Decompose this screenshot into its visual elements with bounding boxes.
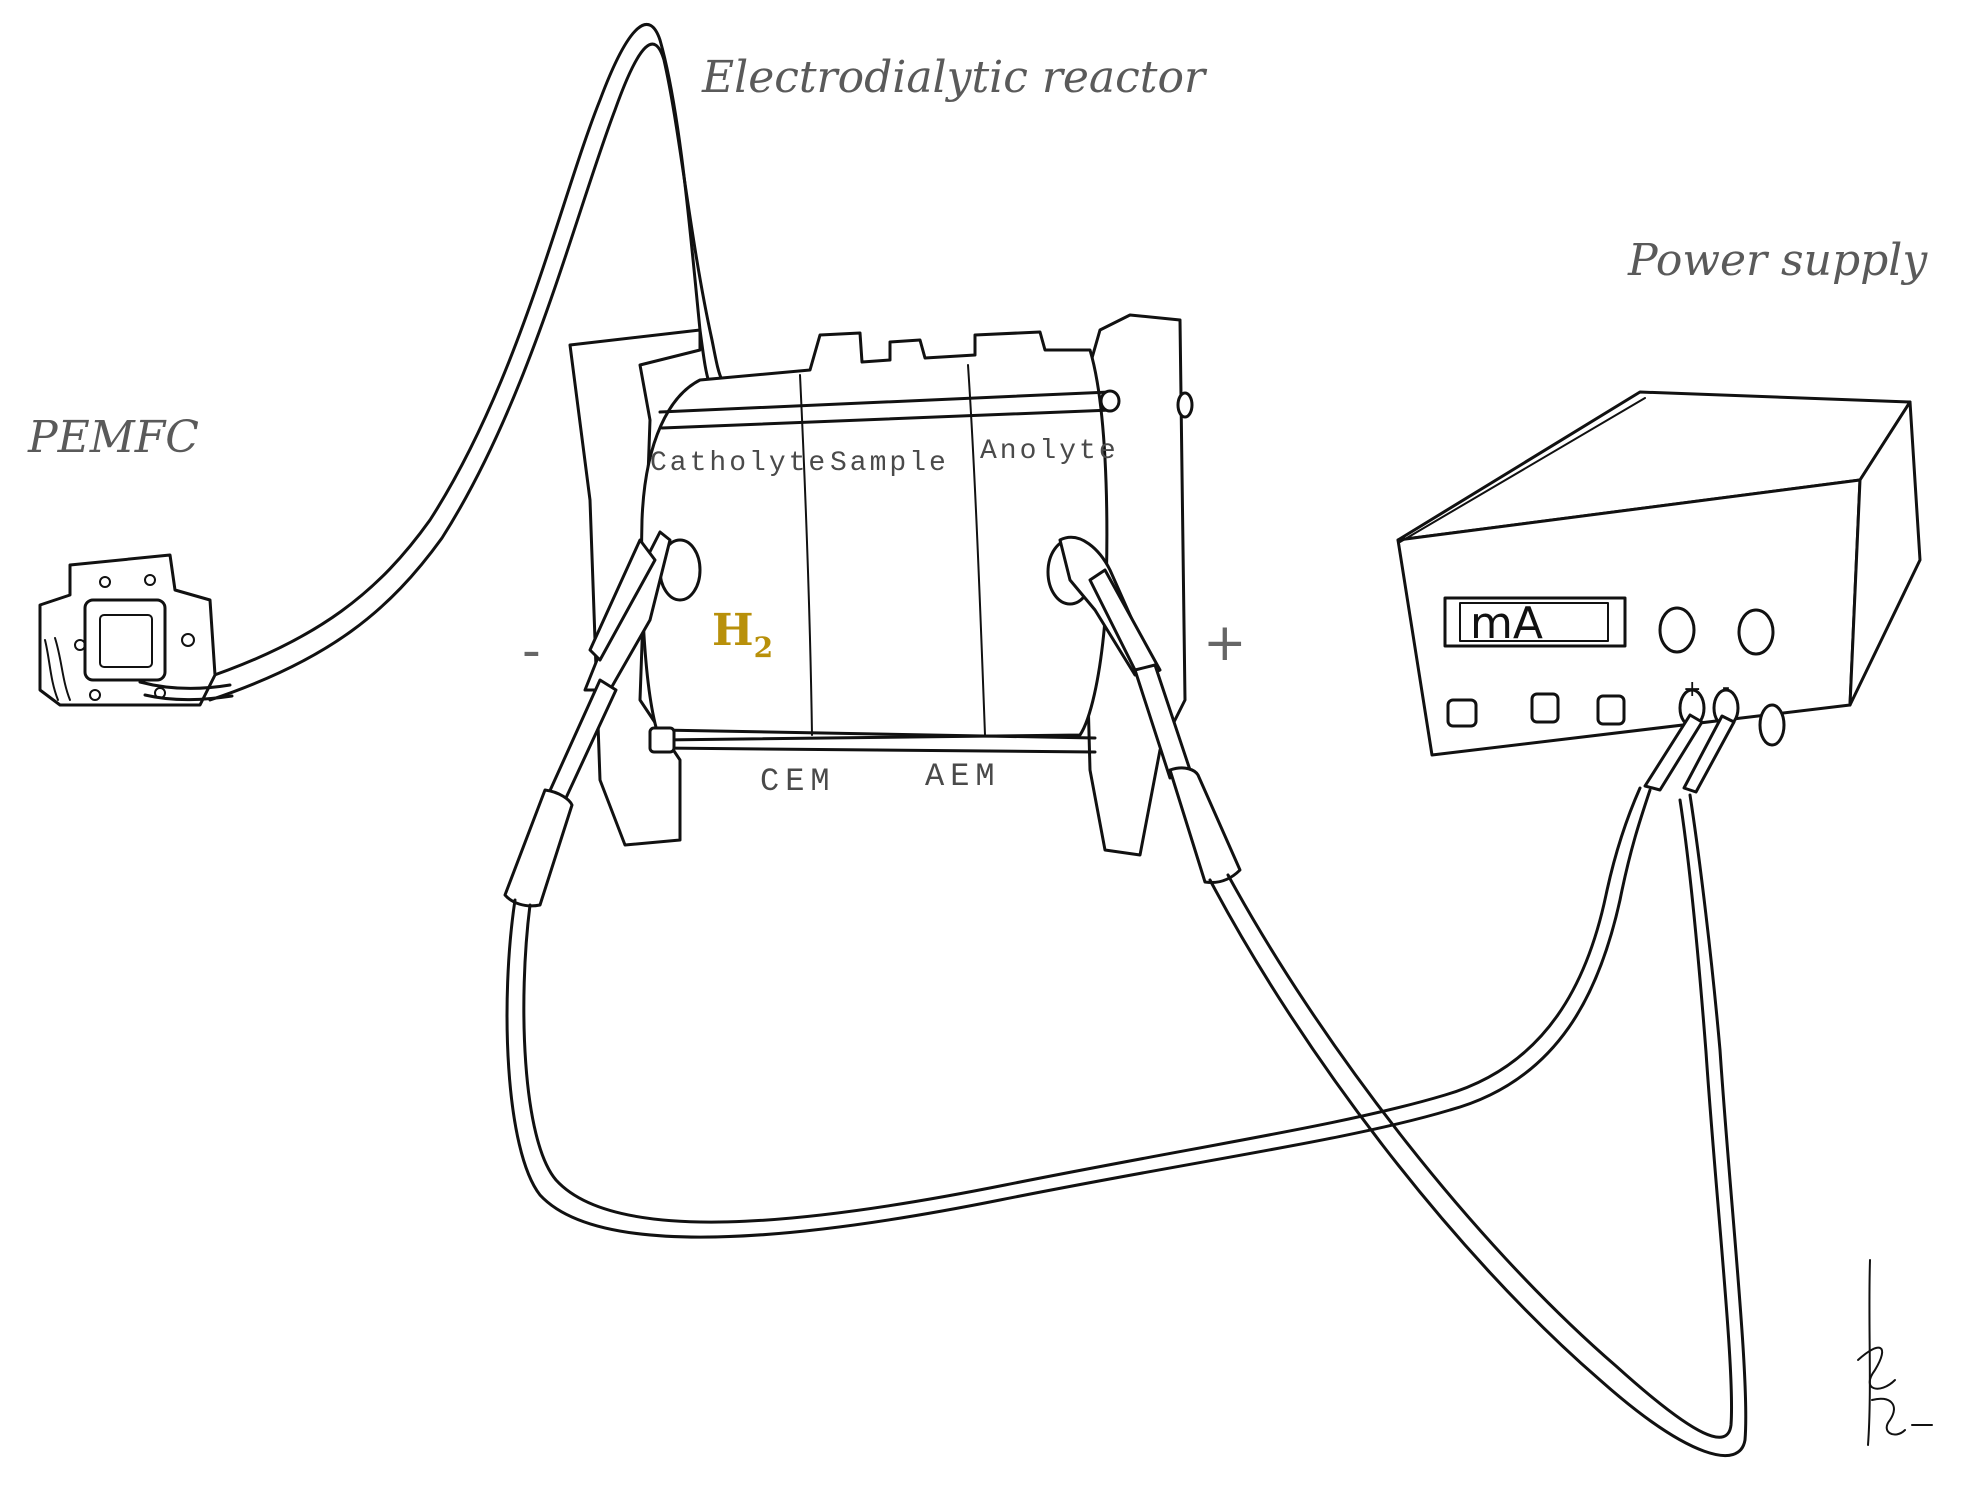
negative-cable xyxy=(505,786,1652,1239)
power-supply-side xyxy=(1848,400,1922,707)
voltage-knob xyxy=(1658,606,1696,654)
anolyte-label: Anolyte xyxy=(980,436,1119,467)
aem-membrane xyxy=(967,364,986,736)
mode-button-2 xyxy=(1596,694,1626,726)
cem-label: CEM xyxy=(760,763,836,800)
pemfc-device xyxy=(38,553,234,707)
hydrogen-symbol: H xyxy=(712,605,754,656)
pemfc-hydrogen-line xyxy=(198,22,724,702)
pemfc-title: PEMFC xyxy=(27,412,199,463)
current-knob xyxy=(1737,608,1775,656)
positive-label: + xyxy=(1203,613,1247,673)
power-supply-title: Power supply xyxy=(1627,235,1928,286)
negative-clip xyxy=(503,530,672,908)
sample-label: Sample xyxy=(830,448,949,479)
reactor-body xyxy=(640,330,1109,742)
positive-clip xyxy=(1058,535,1242,884)
negative-label: - xyxy=(522,621,541,681)
cem-membrane xyxy=(799,374,813,736)
mode-button-1 xyxy=(1530,692,1560,724)
artist-signature xyxy=(1857,1259,1933,1446)
power-supply: mA + - xyxy=(1396,390,1922,794)
terminal-plus-mark: + xyxy=(1683,677,1701,702)
catholyte-label: Catholyte xyxy=(650,448,828,479)
aem-label: AEM xyxy=(925,758,1001,795)
hydrogen-subscript: 2 xyxy=(754,631,773,664)
power-button xyxy=(1446,698,1478,728)
hydrogen-label: H2 xyxy=(712,605,773,664)
ground-terminal xyxy=(1758,703,1786,747)
reactor-title: Electrodialytic reactor xyxy=(701,52,1208,103)
display-unit: mA xyxy=(1470,598,1543,649)
terminal-minus-mark: - xyxy=(1722,675,1730,700)
reactor xyxy=(568,313,1194,857)
current-display xyxy=(1443,596,1627,648)
positive-cable xyxy=(1208,793,1748,1458)
